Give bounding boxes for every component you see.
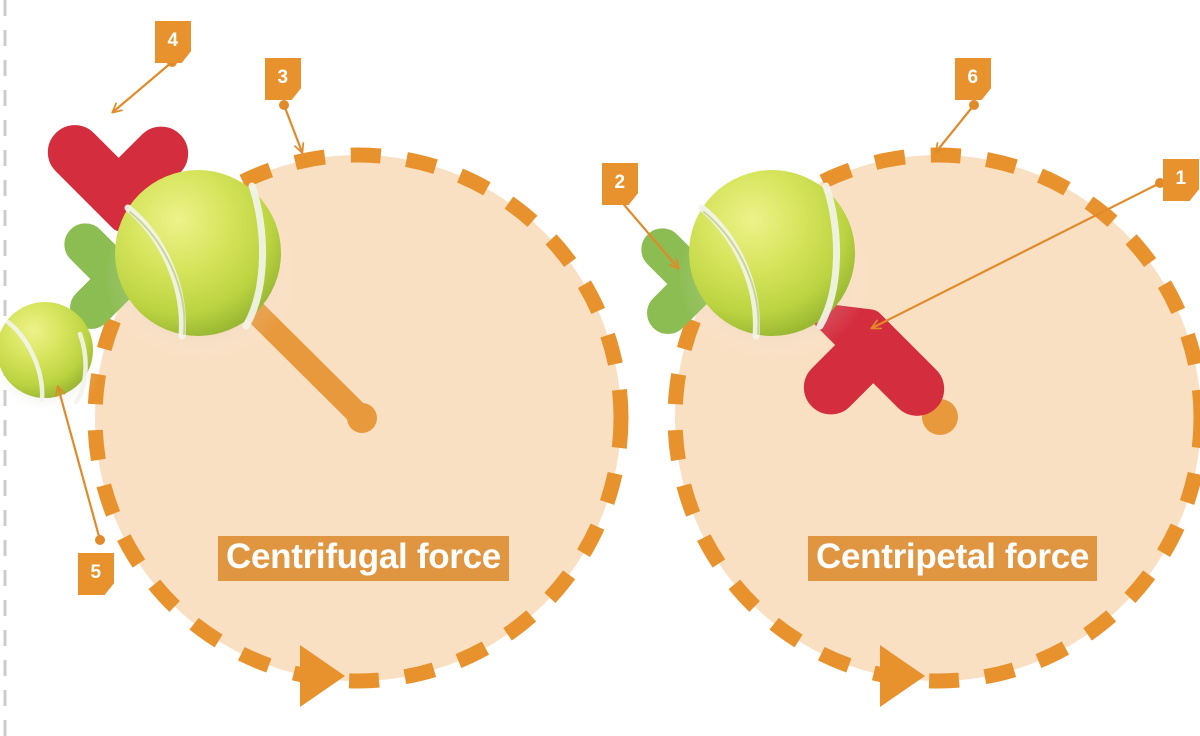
centripetal-force-arrow: [803, 303, 945, 416]
panel-centrifugal: [0, 125, 629, 707]
tennis-ball-right: [689, 170, 855, 340]
caption-centrifugal-force: Centrifugal force: [218, 536, 509, 582]
callout-badge-5[interactable]: 5: [78, 553, 114, 595]
callout-badge-3[interactable]: 3: [265, 58, 301, 100]
caption-centripetal-force: Centripetal force: [808, 536, 1098, 582]
callout-badge-4[interactable]: 4: [155, 21, 191, 63]
callout-badge-6[interactable]: 6: [955, 58, 991, 100]
tennis-ball-left: [115, 170, 281, 340]
leader-6: [934, 100, 979, 154]
callout-badge-2[interactable]: 2: [602, 163, 638, 205]
rotation-direction-arrow-right: [880, 645, 925, 707]
panel-centripetal: [641, 147, 1200, 707]
tennis-ball-released: [0, 302, 93, 405]
circular-path-dashed-left: [87, 147, 629, 689]
rotation-center-dot-left: [347, 403, 377, 433]
circular-path-dashed-right: [667, 147, 1200, 689]
leader-5: [54, 385, 105, 545]
centrifugal-force-arrow: [47, 125, 189, 238]
leader-4: [111, 57, 177, 114]
callout-badge-1[interactable]: 1: [1163, 159, 1199, 201]
leader-1: [870, 178, 1165, 330]
rotation-direction-arrow-left: [300, 645, 345, 707]
leader-3: [279, 100, 305, 154]
